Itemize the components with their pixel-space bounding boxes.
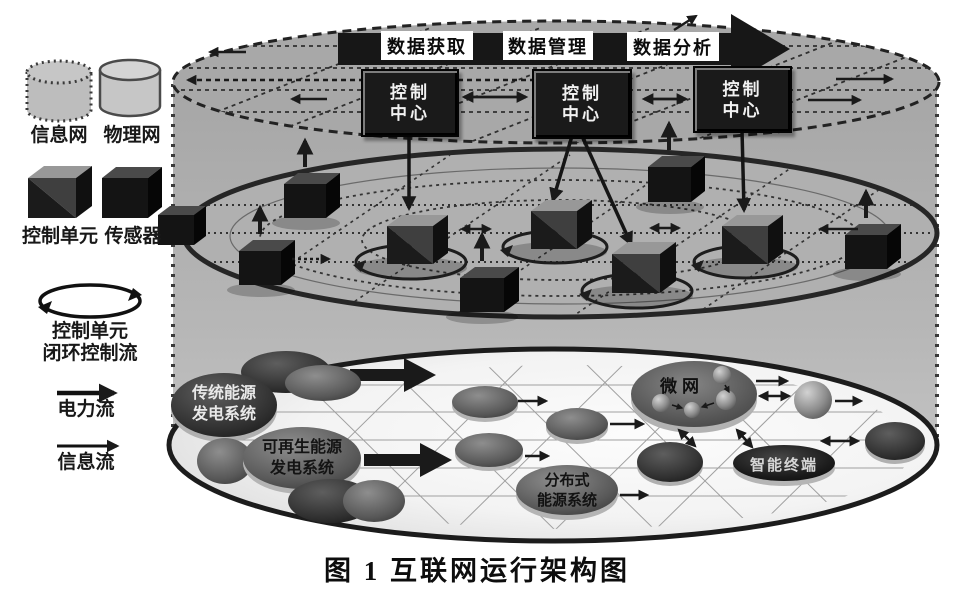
control-center-box-1: 控制 中心 [361,69,459,137]
energy-node-disks [171,351,925,523]
traditional-energy-label: 传统能源 发电系统 [171,383,277,425]
node-sphere [794,381,832,419]
control-unit-cube [531,200,592,249]
control-center-label-line2: 中心 [562,105,602,124]
power-flow-arrows [350,358,452,477]
control-center-label-line2: 中心 [722,100,763,120]
sensor-cube [239,240,295,285]
sensor-cube-icon [102,167,162,218]
legend-sensor-label: 传感器 [104,226,162,247]
distributed-energy-line2: 能源系统 [536,493,597,509]
microgrid-spheres [652,366,736,418]
sensor-cube [284,173,340,218]
middle-layer-link-arrows [292,222,858,265]
info-net-cylinder-icon [25,59,93,123]
renewable-energy-label: 可再生能源 发电系统 [243,437,361,479]
control-unit-cubes [387,200,783,293]
distributed-energy-disk [516,465,618,515]
control-center-box-2: 控制 中心 [532,69,632,139]
sensor-up-arrows [251,120,875,261]
traditional-energy-line2: 发电系统 [191,406,256,423]
renewable-energy-disk [243,427,361,489]
smart-terminal-label: 智能终端 [749,458,818,474]
traditional-energy-line1: 传统能源 [191,385,256,402]
node-disk [197,438,253,484]
cube-shadows [227,200,901,324]
distributed-energy-line1: 分布式 [544,473,590,489]
top-layer-grid [173,27,939,143]
sensor-cubes [158,156,901,312]
node-disk [637,442,703,482]
control-center-box-3: 控制 中心 [693,66,792,133]
legend-control-unit-label: 控制单元 [21,226,98,247]
process-step-management: 数据管理 [503,31,593,60]
node-disk [546,408,608,440]
node-disk [343,480,405,522]
control-center-label-line1: 控制 [562,84,602,103]
closed-loop-icon [38,283,142,319]
node-disk [865,422,925,460]
control-unit-cube [722,215,783,264]
process-step-analysis: 数据分析 [627,32,719,61]
control-center-link-arrows [461,91,689,105]
node-disk [285,365,361,401]
renewable-energy-line1: 可再生能源 [261,439,342,456]
figure-caption: 图 1 互联网运行架构图 [324,556,630,586]
process-step-acquisition: 数据获取 [381,31,473,60]
control-center-label-line1: 控制 [722,79,763,99]
legend-loop-label-line2: 闭环控制流 [42,343,138,364]
control-unit-cube-icon [28,166,92,218]
legend-info-flow-label: 信息流 [57,452,115,473]
sensor-cube [158,206,206,245]
legend-power-flow-label: 电力流 [57,399,115,420]
physical-layer-arrows [518,375,864,501]
renewable-energy-line2: 发电系统 [269,460,334,477]
legend-info-net-label: 信息网 [30,125,88,146]
smart-terminal-disk [733,445,835,481]
control-center-label-line2: 中心 [390,104,430,123]
distributed-energy-label: 分布式 能源系统 [517,471,617,511]
traditional-energy-disk [171,373,277,437]
legend-loop-label-line1: 控制单元 [51,321,128,342]
node-disk [455,433,523,467]
sensor-cube [648,156,705,202]
physical-net-cylinder-icon [98,58,162,118]
legend-icons [25,58,162,453]
sensor-cube [845,224,901,269]
microgrid-label: 微网 [660,377,704,396]
sensor-cube [460,267,519,312]
node-disk [452,386,518,418]
control-unit-cube [387,215,448,264]
control-center-arrows [401,129,752,247]
legend-physical-net-label: 物理网 [103,125,161,146]
control-unit-cube [612,242,676,293]
control-center-label-line1: 控制 [390,83,430,102]
